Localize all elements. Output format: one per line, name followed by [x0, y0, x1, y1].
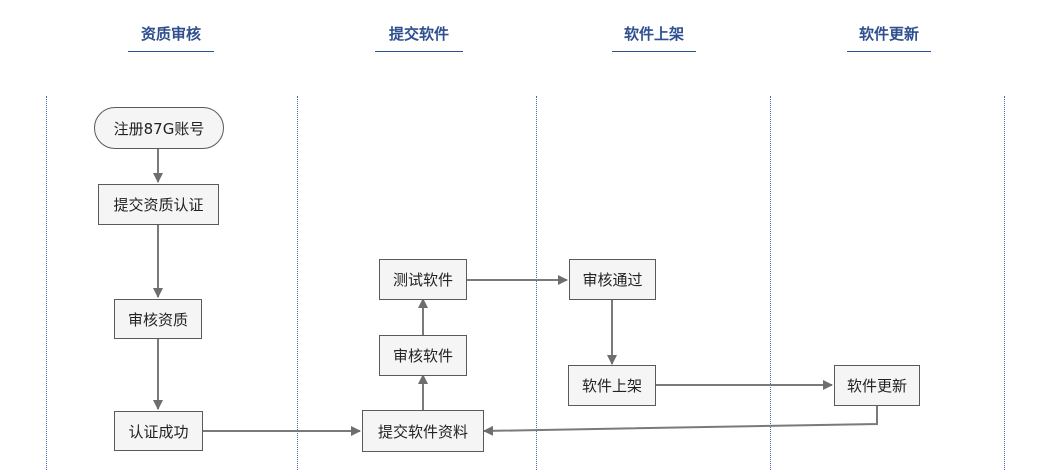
node-review-qualification: 审核资质: [114, 299, 202, 339]
node-submit-software: 提交软件资料: [362, 410, 484, 452]
column-header-software-listing: 软件上架: [612, 22, 696, 52]
arrow-update-to-submit-software: [483, 406, 878, 436]
node-software-listed: 软件上架: [568, 365, 656, 406]
lane-divider: [46, 96, 47, 470]
lane-divider: [770, 96, 771, 470]
column-header-qualification: 资质审核: [128, 22, 214, 52]
lane-divider: [536, 96, 537, 470]
node-review-software: 审核软件: [379, 335, 467, 376]
lane-divider: [297, 96, 298, 470]
node-register-account: 注册87G账号: [94, 107, 224, 149]
node-certified: 认证成功: [114, 411, 203, 451]
node-submit-qualification: 提交资质认证: [98, 184, 219, 225]
lane-divider: [1004, 96, 1005, 470]
node-software-update: 软件更新: [834, 365, 920, 406]
node-review-passed: 审核通过: [569, 259, 656, 300]
column-header-submit-software: 提交软件: [375, 22, 463, 52]
column-header-software-update: 软件更新: [847, 22, 931, 52]
node-test-software: 测试软件: [379, 259, 467, 300]
